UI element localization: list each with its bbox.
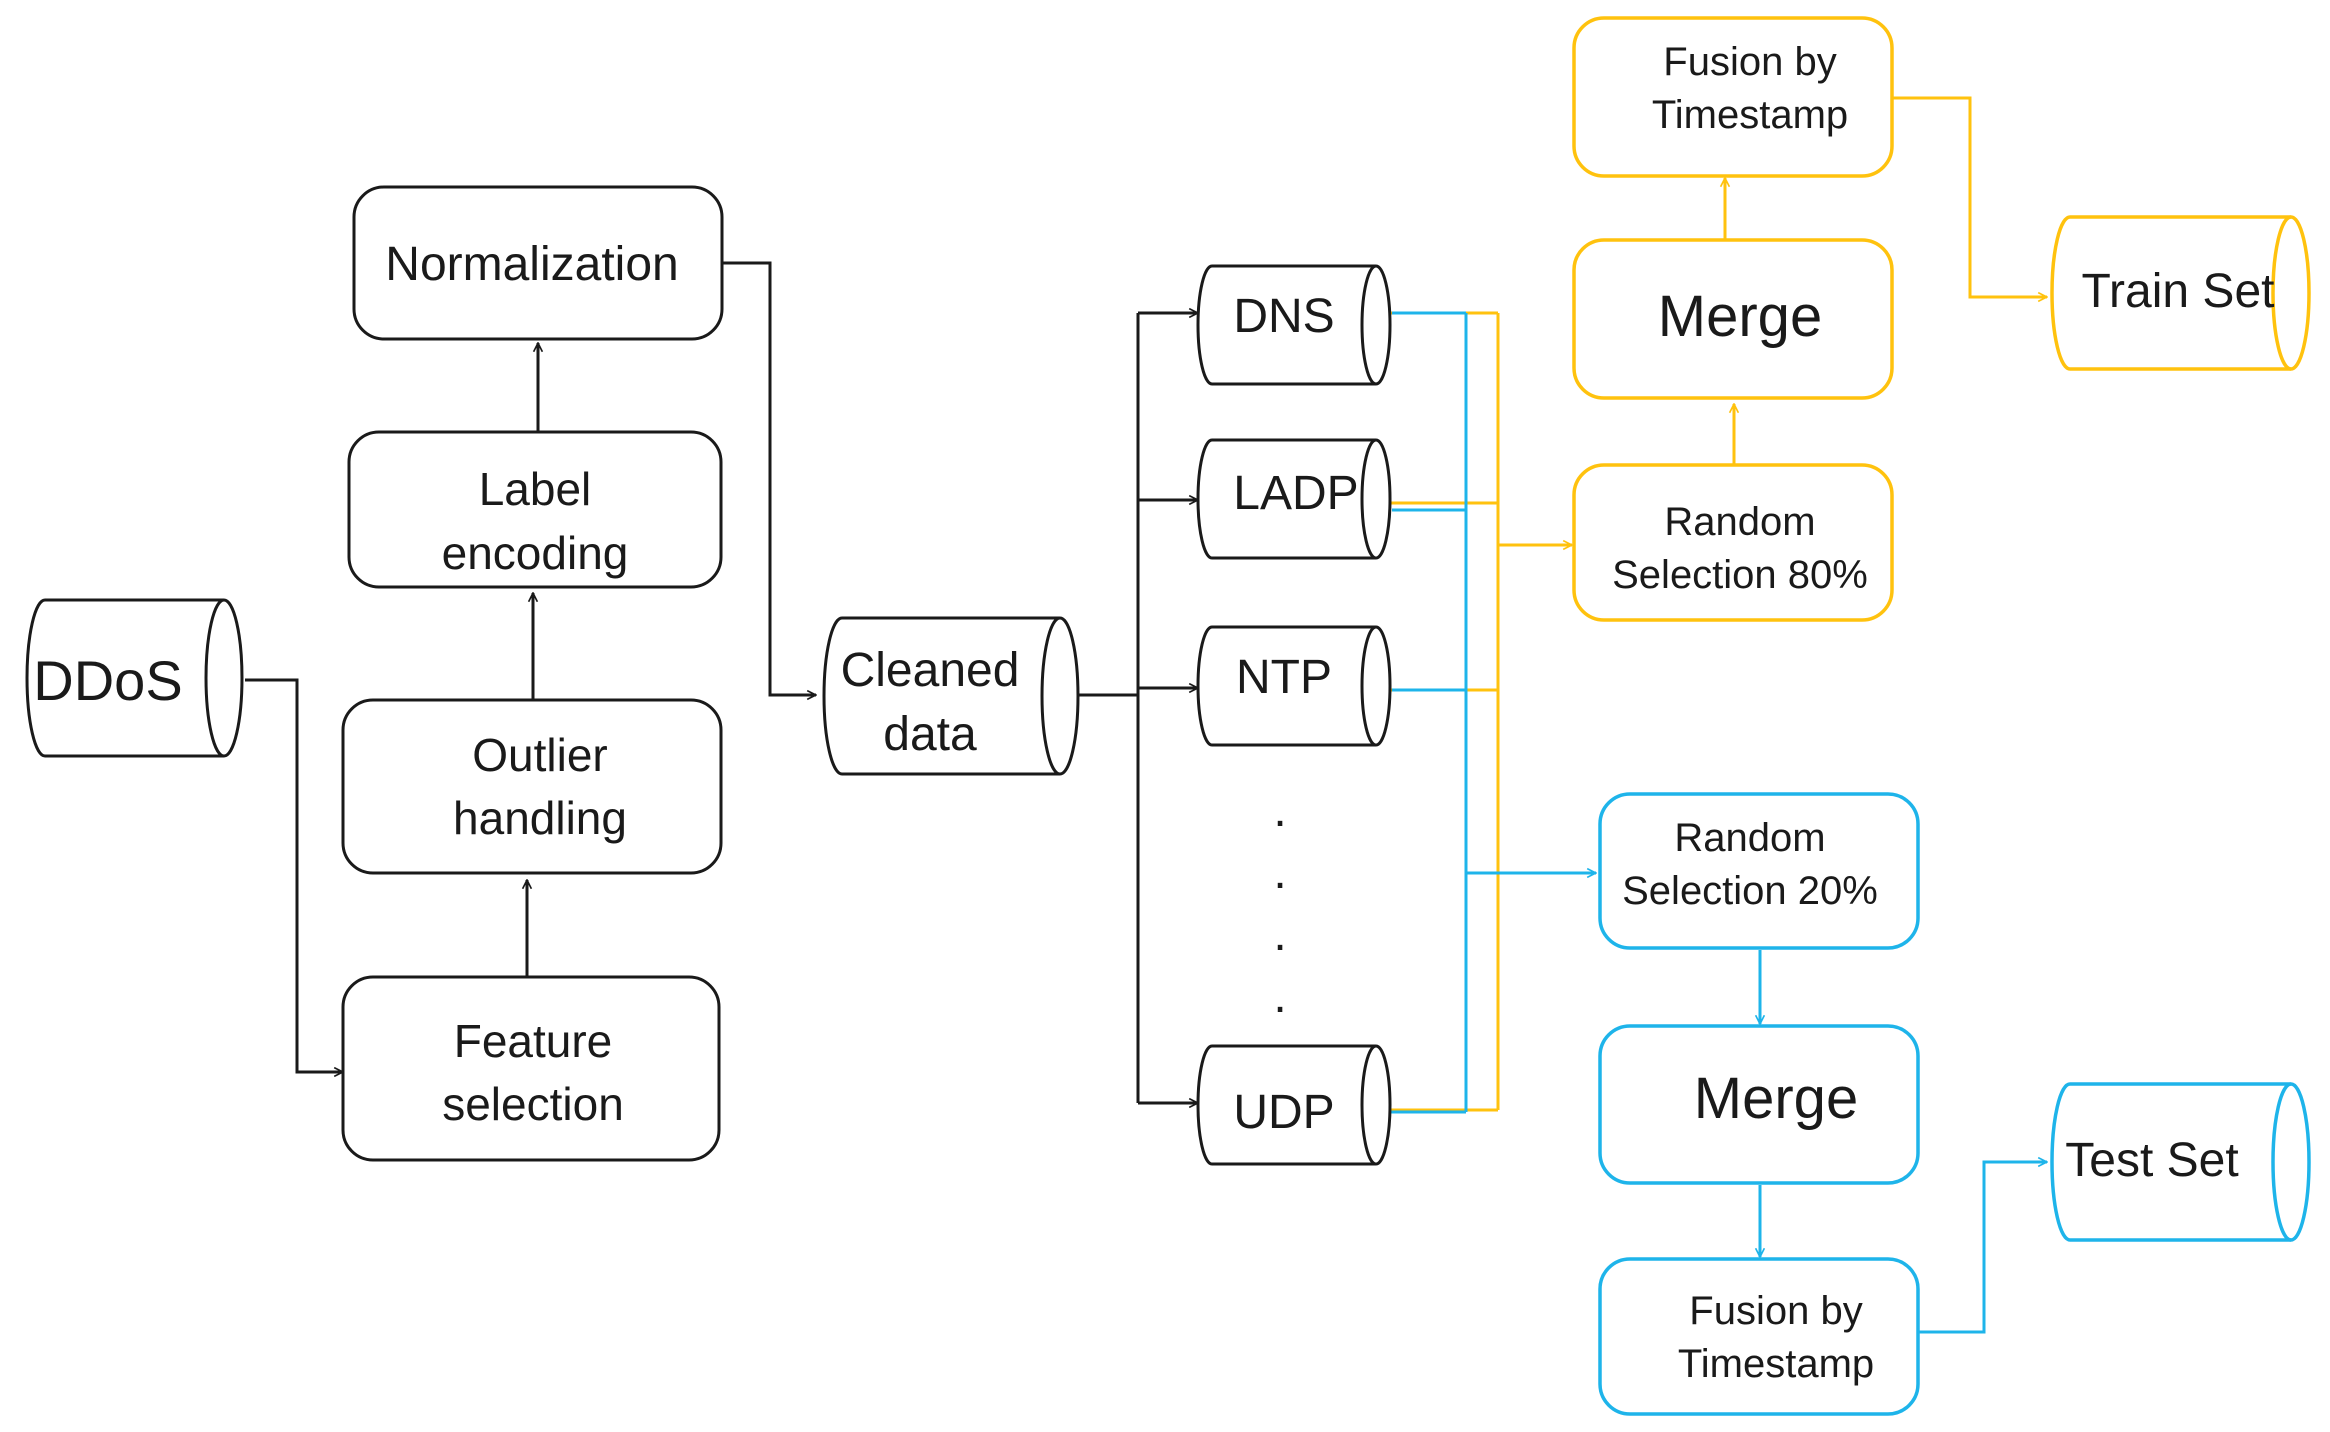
cleaned-data-line1: Cleaned [841, 644, 1020, 697]
ellipsis-dot-1: . [1273, 784, 1286, 837]
ellipsis-dot-2: . [1273, 846, 1286, 899]
test-set-store: Test Set [2050, 1082, 2311, 1242]
random-20-line1: Random [1674, 816, 1825, 860]
edge-fusion-to-train-set [1892, 96, 2047, 297]
ellipsis-dot-4: . [1273, 970, 1286, 1023]
feature-selection-line2: selection [442, 1078, 624, 1130]
outlier-handling-box: Outlier handling [341, 698, 723, 875]
random-80-line1: Random [1664, 500, 1815, 544]
merge-test-box: Merge [1598, 1024, 1920, 1185]
fusion-test-line1: Fusion by [1689, 1289, 1862, 1333]
connectors [245, 96, 2047, 1334]
merge-test-label: Merge [1694, 1066, 1858, 1131]
normalization-label: Normalization [385, 238, 678, 291]
label-encoding-box: Label encoding [347, 430, 723, 589]
outlier-handling-line2: handling [453, 792, 627, 844]
edge-fusion-to-test-set [1918, 1162, 2047, 1334]
edge-ddos-to-feature-selection [245, 678, 343, 1072]
fusion-train-line2: Timestamp [1652, 93, 1848, 137]
fusion-train-line1: Fusion by [1663, 40, 1836, 84]
fusion-test-box: Fusion by Timestamp [1598, 1257, 1920, 1416]
fusion-test-line2: Timestamp [1678, 1342, 1874, 1386]
ladp-store: LADP [1196, 438, 1392, 560]
random-selection-20-box: Random Selection 20% [1598, 792, 1920, 950]
ellipsis-dot-3: . [1273, 908, 1286, 961]
test-set-label: Test Set [2065, 1134, 2238, 1187]
feature-selection-line1: Feature [454, 1015, 613, 1067]
fusion-train-box: Fusion by Timestamp [1572, 16, 1894, 178]
ellipsis-dots: . . . . [1273, 784, 1286, 1023]
ntp-label: NTP [1236, 651, 1332, 704]
ddos-label: DDoS [33, 649, 182, 712]
test-collector [1372, 311, 1596, 1114]
cleaned-data-store: Cleaned data [822, 616, 1080, 776]
udp-label: UDP [1233, 1086, 1334, 1139]
train-set-label: Train Set [2082, 265, 2275, 318]
dns-store: DNS [1196, 264, 1392, 386]
udp-store: UDP [1196, 1044, 1392, 1166]
dns-label: DNS [1233, 290, 1334, 343]
random-selection-80-box: Random Selection 80% [1572, 463, 1894, 622]
normalization-box: Normalization [352, 185, 724, 341]
train-collector [1390, 311, 1572, 1112]
ddos-source: DDoS [25, 598, 244, 758]
label-encoding-line2: encoding [442, 527, 629, 579]
random-80-line2: Selection 80% [1612, 553, 1868, 597]
outlier-handling-line1: Outlier [472, 729, 607, 781]
ladp-label: LADP [1233, 467, 1358, 520]
label-encoding-line1: Label [479, 463, 592, 515]
cleaned-data-line2: data [883, 708, 977, 761]
train-set-store: Train Set [2050, 215, 2311, 371]
merge-train-label: Merge [1658, 284, 1822, 349]
random-20-line2: Selection 20% [1622, 869, 1878, 913]
merge-train-box: Merge [1572, 238, 1894, 400]
feature-selection-box: Feature selection [341, 975, 721, 1162]
edge-normalization-to-cleaned [722, 261, 816, 695]
ntp-store: NTP [1196, 625, 1392, 747]
